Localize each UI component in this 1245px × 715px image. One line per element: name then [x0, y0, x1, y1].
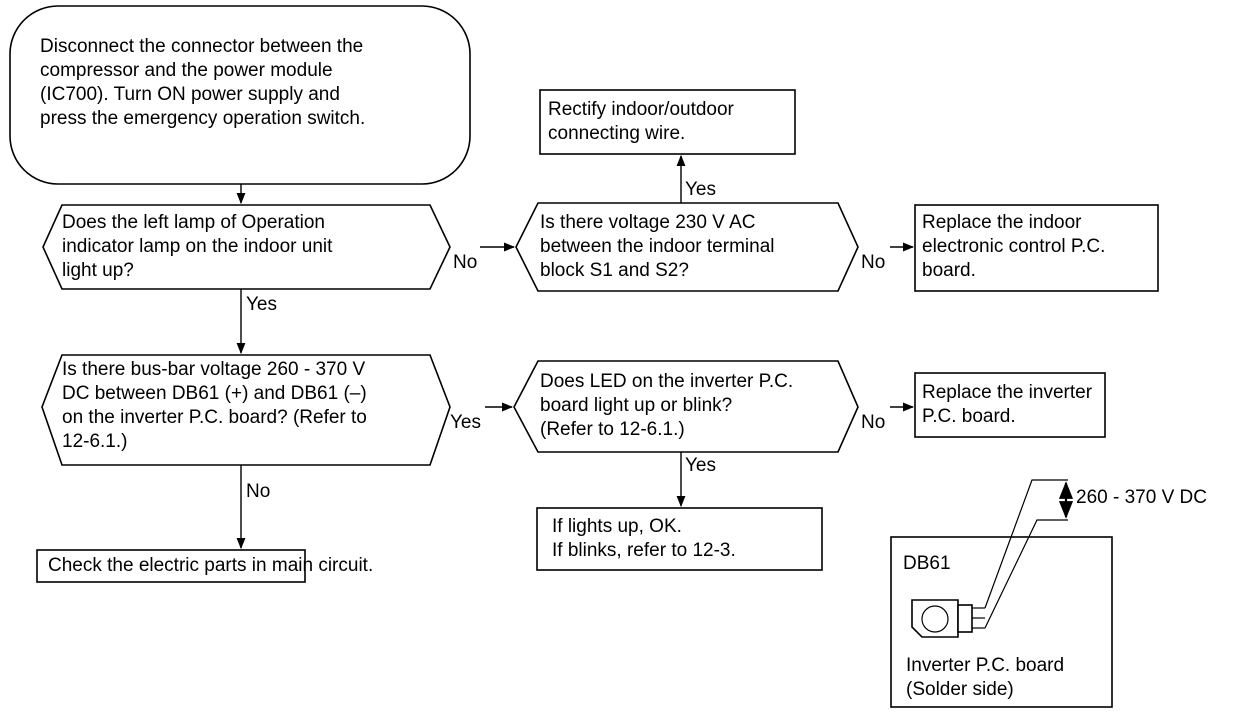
edge-label-led-no: No: [861, 412, 886, 433]
decision-lamp-shape: [42, 204, 451, 290]
led-result-box-shape: [536, 507, 823, 571]
led-result-text: If lights up, OK. If blinks, refer to 12…: [552, 516, 736, 561]
start-node-shape: [9, 5, 471, 185]
inverter-board-label: Inverter P.C. board (Solder side): [906, 655, 1065, 700]
edge-label-ac-yes: Yes: [685, 179, 716, 200]
db61-body-shape: [911, 599, 959, 638]
edge-label-busbar-no: No: [246, 481, 271, 502]
decision-busbar-shape: [41, 354, 451, 466]
decision-led-text: Does LED on the inverter P.C. board ligh…: [540, 371, 794, 440]
replace-inverter-box-shape: [914, 372, 1106, 438]
replace-indoor-text: Replace the indoor electronic control P.…: [922, 212, 1106, 281]
decision-voltage-ac-shape: [515, 202, 859, 292]
db61-tab-shape: [957, 604, 973, 633]
check-main-box-shape: [36, 549, 306, 583]
edge-label-lamp-no: No: [453, 252, 478, 273]
rectify-wire-box-shape: [539, 89, 796, 155]
voltage-range-label: 260 - 370 V DC: [1076, 487, 1207, 508]
decision-lamp-text: Does the left lamp of Operation indicato…: [62, 212, 333, 281]
replace-inverter-text: Replace the inverter P.C. board.: [922, 382, 1093, 427]
lead-minus: [984, 519, 1068, 629]
rectify-wire-text: Rectify indoor/outdoor connecting wire.: [548, 99, 734, 144]
decision-voltage-ac-text: Is there voltage 230 V AC between the in…: [540, 212, 775, 281]
lead-plus: [984, 479, 1068, 609]
edge-label-ac-no: No: [861, 252, 886, 273]
decision-busbar-text: Is there bus-bar voltage 260 - 370 V DC …: [62, 359, 367, 452]
replace-indoor-box-shape: [914, 204, 1159, 292]
db61-label: DB61: [903, 553, 951, 574]
edge-label-lamp-yes: Yes: [246, 294, 277, 315]
db61-hole-shape: [921, 605, 949, 633]
check-main-text: Check the electric parts in main circuit…: [48, 555, 374, 576]
decision-led-shape: [513, 360, 859, 453]
edge-label-led-yes: Yes: [685, 455, 716, 476]
edge-label-busbar-yes: Yes: [450, 412, 481, 433]
start-node-text: Disconnect the connector between the com…: [40, 36, 366, 129]
